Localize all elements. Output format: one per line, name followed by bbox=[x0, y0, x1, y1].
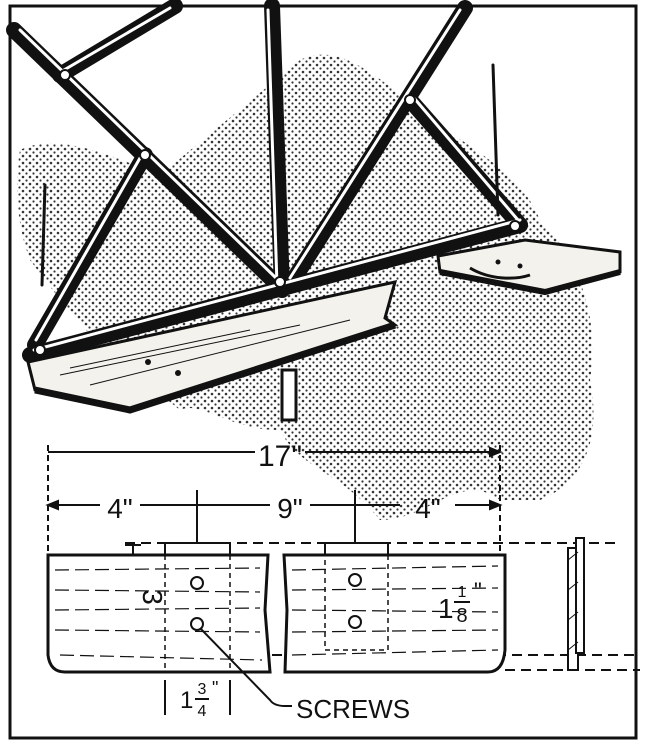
dim-screw-spacing: 1 1 8 " bbox=[438, 578, 482, 627]
inch-mark: " bbox=[212, 678, 218, 698]
shelf-board-right bbox=[436, 238, 622, 296]
dim-left-offset: 4" bbox=[107, 493, 133, 524]
screws-callout: SCREWS bbox=[296, 694, 410, 724]
screw-holes bbox=[190, 573, 362, 631]
denominator: 8 bbox=[456, 605, 467, 627]
frame-border bbox=[8, 4, 638, 740]
dim-height: 3 bbox=[137, 589, 168, 605]
screws-leader-line bbox=[199, 627, 292, 707]
numerator: 3 bbox=[198, 681, 207, 698]
dim-cleat-width: 1 3 4 " bbox=[180, 678, 218, 720]
board-front-right bbox=[282, 542, 507, 674]
shelf-board-left bbox=[26, 280, 399, 422]
dim-center-span: 9" bbox=[277, 493, 303, 524]
board-side-view bbox=[567, 537, 585, 671]
dim-overall: 17" bbox=[258, 440, 302, 473]
inch-mark: " bbox=[474, 578, 482, 603]
numerator: 1 bbox=[458, 584, 467, 601]
whole: 1 bbox=[438, 593, 454, 624]
whole: 1 bbox=[180, 687, 193, 714]
dim-right-offset: 4" bbox=[415, 493, 441, 524]
bracket-frame bbox=[6, 0, 528, 363]
board-front-left bbox=[46, 542, 272, 674]
denominator: 4 bbox=[198, 703, 207, 720]
